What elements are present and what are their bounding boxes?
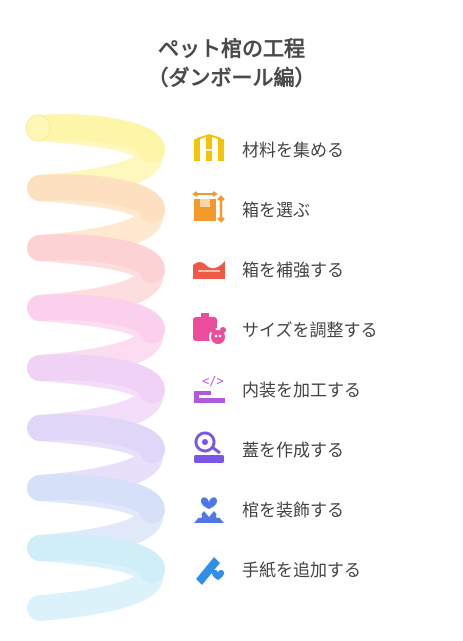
step-item: 箱を補強する xyxy=(190,249,344,287)
step-label: サイズを調整する xyxy=(242,320,378,341)
spiral-coil-front xyxy=(27,474,165,523)
lid-create-icon xyxy=(190,429,228,467)
step-label: 手紙を追加する xyxy=(242,560,361,581)
box-reinforce-icon xyxy=(190,249,228,287)
page-title: ペット棺の工程 （ダンボール編） xyxy=(0,35,463,93)
svg-text:</>: </> xyxy=(202,374,224,388)
title-line-2: （ダンボール編） xyxy=(147,66,316,90)
spiral-coil-front xyxy=(27,294,165,343)
step-label: 箱を補強する xyxy=(242,260,344,281)
decorate-icon xyxy=(190,489,228,527)
spiral-coil-front xyxy=(27,534,165,583)
step-label: 箱を選ぶ xyxy=(242,200,310,221)
spiral-coil-front xyxy=(27,354,165,403)
step-label: 内装を加工する xyxy=(242,380,361,401)
spiral-coil-front xyxy=(27,114,165,163)
step-item: 蓋を作成する xyxy=(190,429,344,467)
step-label: 棺を装飾する xyxy=(242,500,344,521)
materials-icon xyxy=(190,129,228,167)
step-item: 手紙を追加する xyxy=(190,549,361,587)
step-item: サイズを調整する xyxy=(190,309,378,347)
title-line-1: ペット棺の工程 xyxy=(158,37,305,61)
spiral-coil-front xyxy=(27,414,165,463)
size-adjust-icon xyxy=(190,309,228,347)
spiral-coil-front xyxy=(27,234,165,283)
box-select-icon xyxy=(190,189,228,227)
step-label: 材料を集める xyxy=(242,140,344,161)
letter-icon xyxy=(190,549,228,587)
step-label: 蓋を作成する xyxy=(242,440,344,461)
step-item: 棺を装飾する xyxy=(190,489,344,527)
step-item: </> 内装を加工する xyxy=(190,369,361,407)
interior-code-icon: </> xyxy=(190,369,228,407)
spiral-top-cap xyxy=(25,114,51,142)
step-item: 箱を選ぶ xyxy=(190,189,310,227)
step-item: 材料を集める xyxy=(190,129,344,167)
spiral-coil-front xyxy=(27,174,165,223)
